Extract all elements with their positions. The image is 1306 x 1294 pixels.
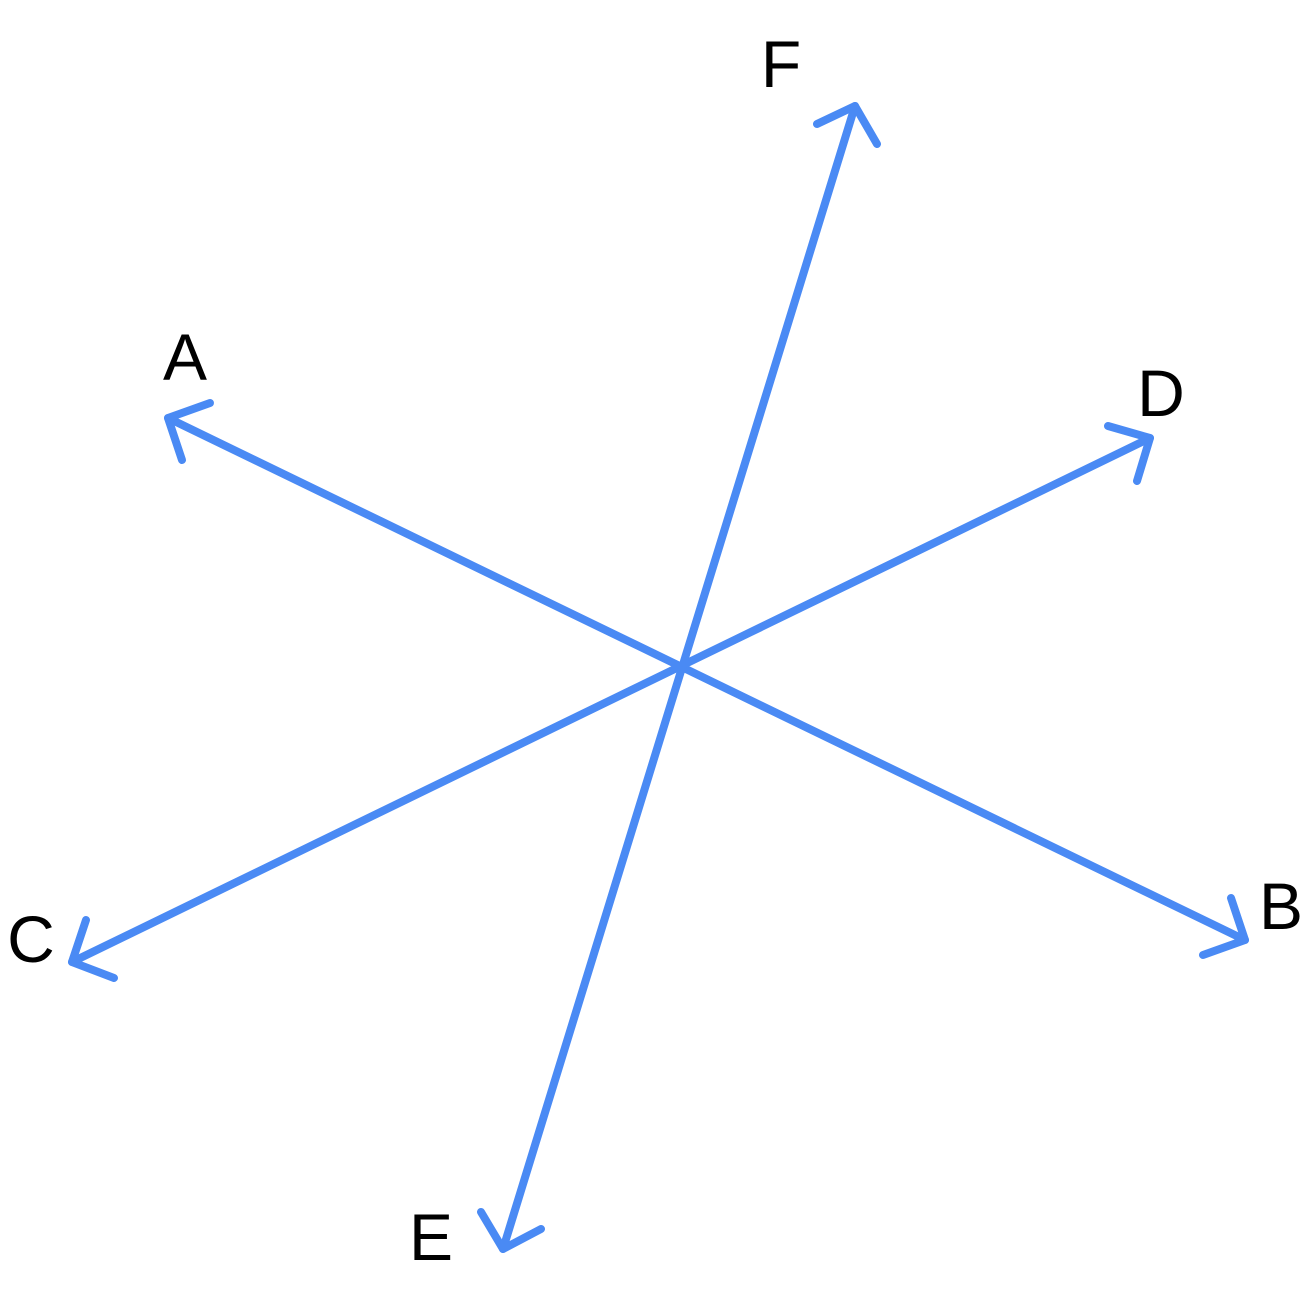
line-ab [164,399,1249,959]
arrowhead-c [68,916,118,982]
line-cd [68,422,1154,982]
arrowhead-a [164,399,214,464]
arrowhead-e [477,1208,545,1253]
arrowhead-b [1199,894,1249,959]
arrowhead-d [1104,422,1154,485]
arrowhead-f [813,102,881,148]
label-e: E [409,1200,453,1274]
label-b: B [1259,869,1303,943]
label-a: A [163,320,207,394]
label-c: C [7,902,55,976]
label-d: D [1137,356,1185,430]
line-ef [477,102,881,1253]
label-f: F [761,27,801,101]
